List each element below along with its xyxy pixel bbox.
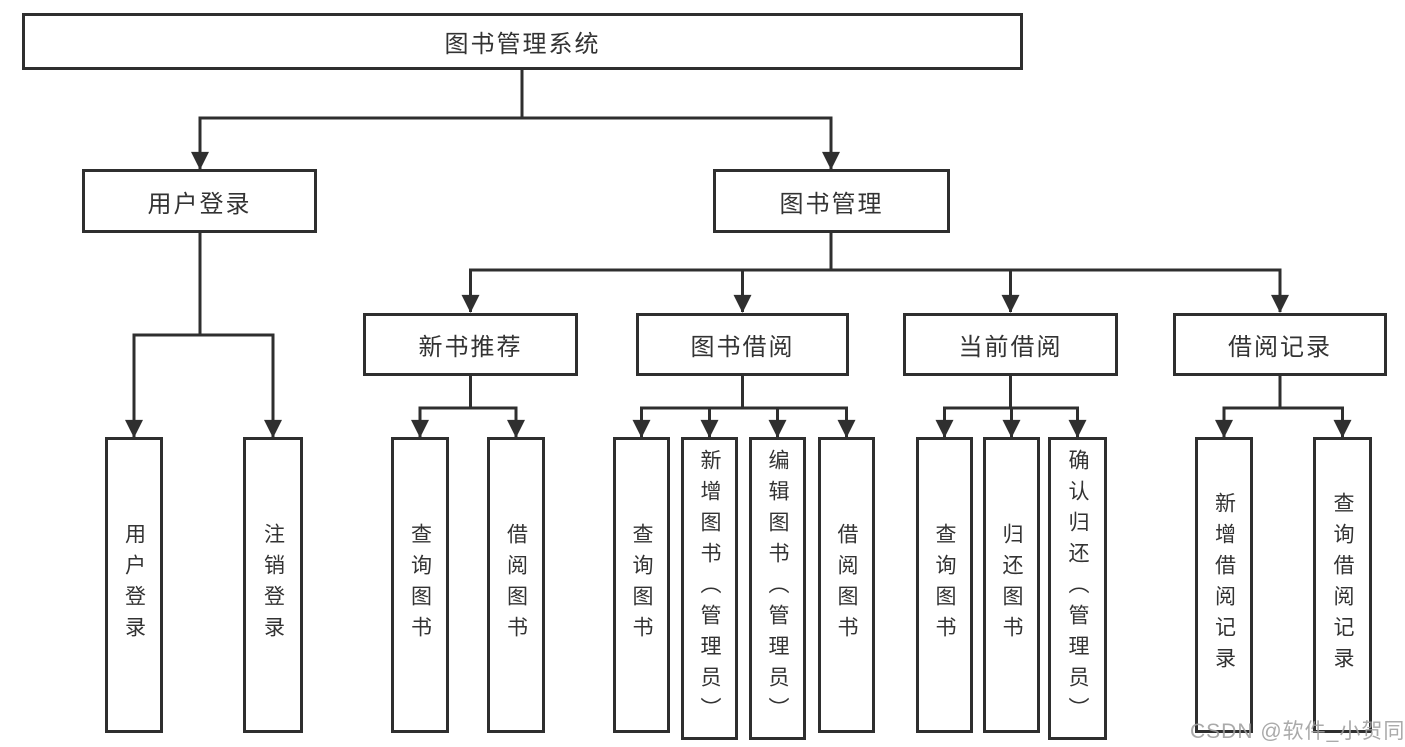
leaf-confirm-return-admin: 确认归还（管理员）	[1048, 437, 1107, 740]
leaf-label: 归还图书	[1000, 523, 1023, 647]
leaf-query-books-borrow: 查询图书	[613, 437, 670, 733]
csdn-watermark: CSDN @软件_小贺同学	[1190, 720, 1405, 743]
leaf-query-books-recommend: 查询图书	[391, 437, 449, 733]
leaf-label: 确认归还（管理员）	[1066, 449, 1089, 728]
leaf-return-book: 归还图书	[983, 437, 1040, 733]
leaf-add-book-admin: 新增图书（管理员）	[681, 437, 738, 740]
leaf-label: 查询图书	[933, 523, 956, 647]
leaf-label: 注销登录	[261, 523, 285, 647]
node-new-book-recommend: 新书推荐	[363, 313, 578, 376]
leaf-logout: 注销登录	[243, 437, 303, 733]
leaf-borrow-books: 借阅图书	[818, 437, 875, 733]
leaf-query-books-current: 查询图书	[916, 437, 973, 733]
leaf-label: 新增图书（管理员）	[698, 449, 721, 728]
leaf-label: 编辑图书（管理员）	[766, 449, 789, 728]
leaf-add-borrow-record: 新增借阅记录	[1195, 437, 1253, 733]
node-label: 用户登录	[147, 190, 252, 218]
node-user-login-group: 用户登录	[82, 169, 317, 233]
node-label: 图书管理系统	[444, 31, 601, 58]
leaf-label: 借阅图书	[835, 523, 858, 647]
node-book-management-group: 图书管理	[713, 169, 950, 233]
leaf-borrow-books-recommend: 借阅图书	[487, 437, 545, 733]
node-label: 当前借阅	[958, 334, 1063, 361]
node-book-borrowing: 图书借阅	[636, 313, 849, 376]
leaf-label: 借阅图书	[504, 523, 528, 647]
leaf-query-borrow-record: 查询借阅记录	[1313, 437, 1372, 733]
leaf-label: 新增借阅记录	[1212, 492, 1236, 678]
leaf-label: 查询借阅记录	[1331, 492, 1354, 678]
leaf-label: 查询图书	[408, 523, 432, 647]
node-label: 图书管理	[779, 190, 884, 218]
node-label: 图书借阅	[690, 334, 795, 361]
node-borrowing-records: 借阅记录	[1173, 313, 1387, 376]
node-library-management-system: 图书管理系统	[22, 13, 1023, 70]
leaf-user-login: 用户登录	[105, 437, 163, 733]
node-label: 新书推荐	[418, 334, 523, 361]
node-label: 借阅记录	[1228, 334, 1332, 361]
leaf-label: 查询图书	[630, 523, 653, 647]
node-current-borrowing: 当前借阅	[903, 313, 1118, 376]
leaf-edit-book-admin: 编辑图书（管理员）	[749, 437, 806, 740]
leaf-label: 用户登录	[122, 523, 146, 647]
